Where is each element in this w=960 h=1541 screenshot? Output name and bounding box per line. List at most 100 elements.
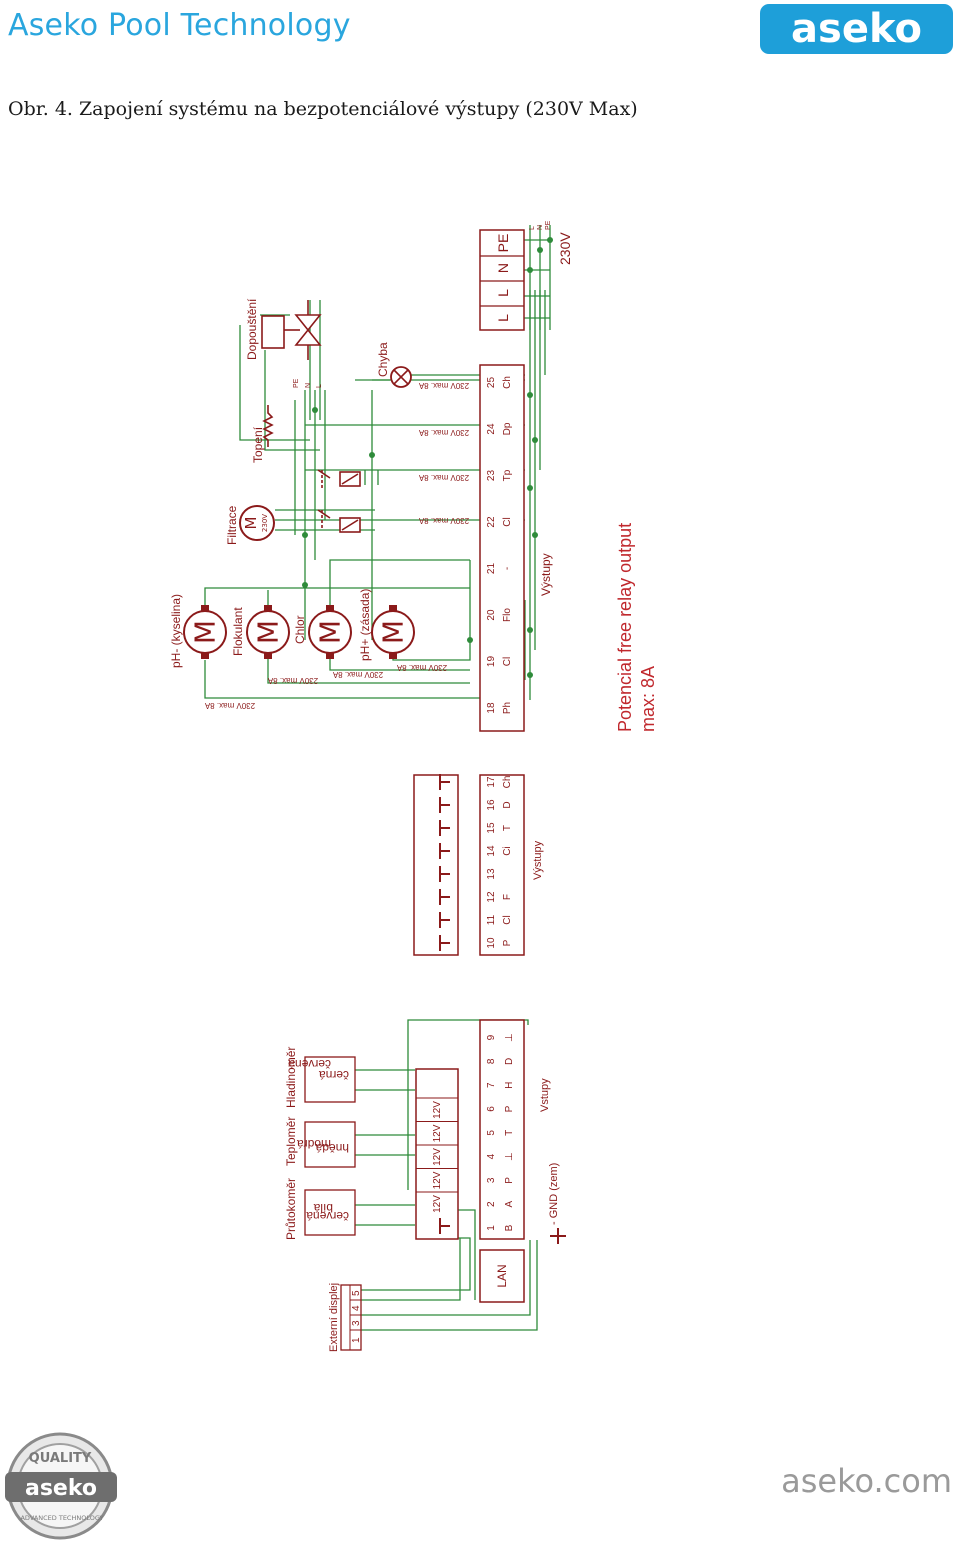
relay-coils — [317, 469, 361, 533]
svg-text:PE: PE — [293, 378, 300, 388]
svg-text:N: N — [537, 225, 544, 230]
input-terminal-num: 6 — [486, 1106, 497, 1112]
input-terminal-code: T — [504, 1130, 515, 1136]
svg-text:L: L — [529, 226, 536, 230]
svg-text:230V max. 8A: 230V max. 8A — [418, 428, 469, 437]
output-terminal-num: 15 — [486, 822, 497, 834]
relay-terminal-num: 19 — [486, 656, 497, 668]
power-terminal-L2: L — [495, 289, 511, 297]
relay-terminal-num: 21 — [486, 563, 497, 575]
motor-ph-plus: M — [371, 604, 415, 660]
label-outputs: Výstupy — [532, 840, 544, 880]
junction-dots — [302, 237, 553, 678]
flow-wire-white: bílá — [313, 1201, 333, 1215]
supply-12v-label: 12V — [432, 1101, 443, 1119]
input-wiring — [355, 1019, 538, 1331]
output-terminal-num: 13 — [486, 868, 497, 880]
label-inputs: Vstupy — [539, 1078, 551, 1112]
input-terminal-num: 8 — [486, 1058, 497, 1064]
heating-element — [262, 405, 274, 447]
svg-text:1: 1 — [351, 1337, 362, 1343]
level-wire-red: červená — [288, 1057, 331, 1071]
svg-text:4: 4 — [351, 1305, 362, 1311]
external-display-connector: Externí displej 1 3 4 5 — [328, 1283, 362, 1352]
ground-icon — [439, 866, 450, 882]
power-terminal-PE: PE — [495, 234, 511, 253]
motor-ph-minus: M — [183, 604, 227, 660]
ground-icon — [439, 843, 450, 859]
gnd-legend: - GND (zem) — [548, 1163, 567, 1245]
relay-terminal-num: 24 — [486, 423, 497, 435]
supply-12v-label: 12V — [432, 1148, 443, 1166]
input-terminal-code: P — [504, 1177, 515, 1184]
svg-text:M: M — [242, 517, 260, 530]
relay-terminal-num: 18 — [486, 702, 497, 714]
flow-wire-red: červená — [306, 1209, 349, 1223]
relay-terminal-code: Ch — [502, 376, 513, 389]
relay-terminal-code: Flo — [502, 608, 513, 622]
label-refill: Dopouštění — [245, 298, 259, 360]
ground-icon — [439, 912, 450, 928]
svg-text:230V max. 8A: 230V max. 8A — [204, 701, 255, 710]
input-terminal-num: 5 — [486, 1130, 497, 1136]
svg-text:230V max. 8A: 230V max. 8A — [418, 381, 469, 390]
output-terminal-code: P — [502, 939, 513, 946]
ground-icon — [439, 889, 450, 905]
annotation-line-1: Potencial free relay output — [615, 523, 635, 732]
input-terminal-num: 3 — [486, 1177, 497, 1183]
relay-terminal-code: Cl — [502, 657, 513, 666]
label-relay-outputs: Výstupy — [539, 553, 553, 596]
annotation-line-2: max: 8A — [638, 666, 658, 732]
motor-flocculant: M — [246, 604, 290, 660]
input-terminal-code: B — [504, 1224, 515, 1231]
aseko-logo: aseko — [760, 4, 953, 54]
output-terminal-code: Ch — [502, 776, 513, 789]
svg-text:230V max. 8A: 230V max. 8A — [332, 670, 383, 679]
input-terminal-num: 9 — [486, 1034, 497, 1040]
svg-text:230V max. 8A: 230V max. 8A — [418, 473, 469, 482]
relay-terminal-code: - — [502, 567, 513, 570]
power-terminal-block: L L N PE — [479, 229, 525, 331]
relay-terminal-code: Ph — [502, 702, 513, 714]
label-chlor: Chlor — [293, 615, 307, 644]
ground-icon — [439, 1218, 450, 1234]
figure-caption: Obr. 4. Zapojení systému na bezpotenciál… — [8, 98, 638, 120]
label-external-display: Externí displej — [328, 1283, 340, 1352]
level-wire-black: černá — [319, 1068, 349, 1082]
brand-title: Aseko Pool Technology — [8, 8, 351, 43]
temp-wire-brown: hnědá — [315, 1141, 349, 1155]
output-terminal-num: 12 — [486, 891, 497, 903]
seal-top-text: QUALITY — [29, 1451, 92, 1466]
svg-text:M: M — [252, 620, 285, 644]
output-terminal-num: 17 — [486, 776, 497, 788]
relay-terminal-code: Cl — [502, 517, 513, 526]
input-terminal-code: P — [504, 1105, 515, 1112]
relay-terminal-code: Tp — [502, 469, 513, 481]
relay-terminal-code: Dp — [502, 422, 513, 435]
input-terminal-num: 2 — [486, 1201, 497, 1207]
output-terminal-code: Ci — [502, 846, 513, 855]
temp-wire-blue: modrá — [297, 1137, 331, 1151]
input-terminal-num: 1 — [486, 1225, 497, 1231]
pen-labels: PE N L — [293, 378, 323, 388]
input-terminal-code: H — [504, 1082, 515, 1089]
supply-12v-label: 12V — [432, 1195, 443, 1213]
logo-text: aseko — [791, 6, 922, 52]
label-thermometer: Teploměr — [284, 1117, 298, 1166]
quality-seal: aseko QUALITY ADVANCED TECHNOLOGY — [5, 1432, 117, 1540]
input-terminal-code: ⊥ — [504, 1033, 515, 1042]
ground-icon — [439, 774, 450, 790]
label-filtration: Filtrace — [225, 505, 239, 545]
ground-icon — [439, 797, 450, 813]
sensor-wire-boxes: bílá červená modrá hnědá červená černá P… — [284, 1047, 356, 1240]
lan-label: LAN — [495, 1264, 509, 1287]
refill-valve — [261, 300, 322, 360]
footer-website: aseko.com — [781, 1462, 952, 1500]
gnd-label: - GND (zem) — [548, 1163, 560, 1225]
supply-12v-label: 12V — [432, 1124, 443, 1142]
output-terminal-code: F — [502, 894, 513, 900]
mains-voltage: 230V — [557, 232, 573, 265]
